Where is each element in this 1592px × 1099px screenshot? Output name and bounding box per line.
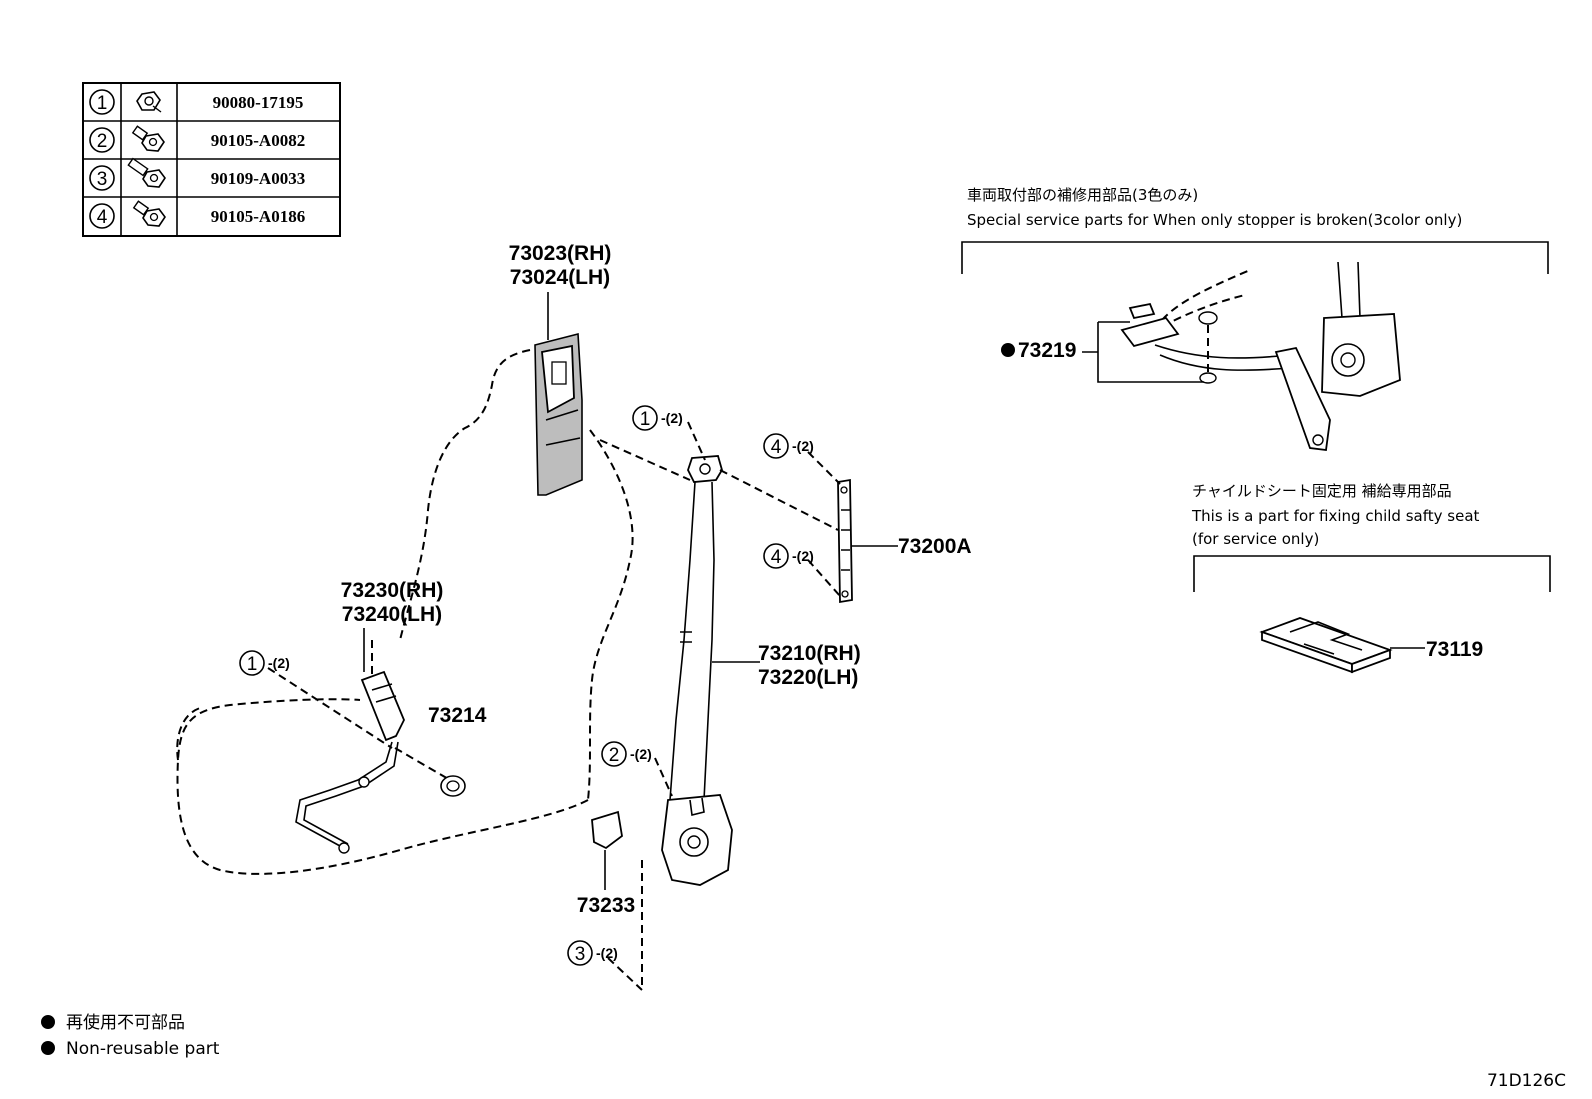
svg-text:-(2): -(2) bbox=[792, 548, 814, 564]
svg-text:4: 4 bbox=[771, 437, 782, 458]
guide-label: 73233 bbox=[577, 894, 635, 917]
legend-bullet-icon bbox=[41, 1015, 55, 1029]
belt-guide bbox=[591, 810, 623, 890]
table-row-number: 4 bbox=[97, 207, 108, 228]
pillar-cover-lh-label: 73024(LH) bbox=[510, 266, 610, 289]
callout-4-bottom: 4 -(2) bbox=[763, 543, 814, 569]
leader-lines bbox=[267, 421, 841, 991]
retractor-assembly bbox=[661, 455, 760, 886]
child-seat-plate bbox=[1259, 617, 1425, 674]
buckle-rh-label: 73230(RH) bbox=[341, 579, 444, 602]
table-row-number: 2 bbox=[97, 131, 108, 152]
seat-outline bbox=[176, 349, 634, 875]
svg-text:-(2): -(2) bbox=[268, 655, 290, 671]
bolt-icon bbox=[131, 125, 165, 152]
table-part-number: 90105-A0186 bbox=[211, 207, 305, 226]
svg-text:-(2): -(2) bbox=[792, 438, 814, 454]
stopper-note-jp: 車両取付部の補修用部品(3色のみ) bbox=[967, 186, 1198, 204]
svg-text:-(2): -(2) bbox=[661, 410, 683, 426]
child-note-en-1: This is a part for fixing child safty se… bbox=[1191, 507, 1480, 525]
svg-text:-(2): -(2) bbox=[630, 746, 652, 762]
callout-1-top: 1 -(2) bbox=[632, 405, 683, 431]
table-row-number: 3 bbox=[97, 169, 108, 190]
svg-text:1: 1 bbox=[640, 409, 651, 430]
pillar-cover-rh-label: 73023(RH) bbox=[509, 242, 612, 265]
retractor-rh-label: 73210(RH) bbox=[758, 642, 861, 665]
stopper-detail bbox=[1082, 261, 1401, 452]
legend-bullet-icon bbox=[41, 1041, 55, 1055]
fastener-table: 1 90080-17195 2 90105-A0082 3 bbox=[82, 82, 341, 237]
non-reusable-bullet-icon bbox=[1001, 343, 1015, 357]
callout-1-left: 1 -(2) bbox=[239, 650, 290, 676]
legend-en: Non-reusable part bbox=[66, 1039, 220, 1059]
nut-icon bbox=[136, 91, 162, 113]
grommet-label: 73214 bbox=[428, 704, 487, 727]
table-part-number: 90109-A0033 bbox=[211, 169, 305, 188]
shoulder-adjuster bbox=[837, 478, 898, 604]
grommet bbox=[440, 775, 466, 797]
stopper-label: 73219 bbox=[1018, 339, 1076, 362]
legend-jp: 再使用不可部品 bbox=[66, 1012, 185, 1033]
child-note-en-2: (for service only) bbox=[1192, 530, 1319, 548]
bolt-icon bbox=[132, 200, 166, 227]
seat-buckle bbox=[295, 628, 405, 854]
svg-text:2: 2 bbox=[609, 745, 620, 766]
svg-text:4: 4 bbox=[771, 547, 782, 568]
table-row: 3 90109-A0033 bbox=[89, 157, 305, 191]
pillar-cover bbox=[534, 292, 583, 496]
diagram-code: 71D126C bbox=[1487, 1071, 1566, 1091]
svg-text:1: 1 bbox=[247, 654, 258, 675]
table-row-number: 1 bbox=[97, 93, 108, 114]
child-seat-plate-label: 73119 bbox=[1426, 638, 1483, 661]
retractor-lh-label: 73220(LH) bbox=[758, 666, 858, 689]
adjuster-label: 73200A bbox=[898, 535, 972, 558]
table-part-number: 90080-17195 bbox=[213, 93, 304, 112]
table-part-number: 90105-A0082 bbox=[211, 131, 305, 150]
callout-3: 3 -(2) bbox=[567, 940, 618, 966]
table-row: 2 90105-A0082 bbox=[89, 125, 305, 153]
buckle-lh-label: 73240(LH) bbox=[342, 603, 442, 626]
child-note-jp: チャイルドシート固定用 補給専用部品 bbox=[1192, 482, 1452, 500]
svg-text:3: 3 bbox=[575, 944, 586, 965]
table-row: 1 90080-17195 bbox=[89, 89, 304, 115]
table-row: 4 90105-A0186 bbox=[89, 200, 305, 229]
bolt-icon bbox=[127, 157, 166, 188]
callout-2: 2 -(2) bbox=[601, 741, 652, 767]
stopper-note-en: Special service parts for When only stop… bbox=[967, 211, 1462, 229]
svg-text:-(2): -(2) bbox=[596, 945, 618, 961]
callout-4-top: 4 -(2) bbox=[763, 433, 814, 459]
